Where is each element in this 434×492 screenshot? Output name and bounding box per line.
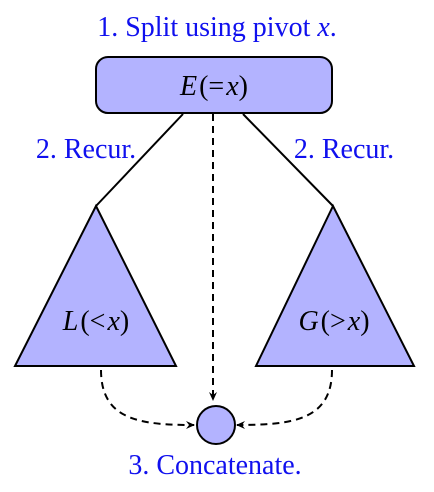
- concatenate-step-label: 3. Concatenate.: [128, 450, 301, 481]
- concat-node: [196, 405, 236, 445]
- recur-left-label: 2. Recur.: [36, 134, 136, 165]
- arrow-right-to-concat: [236, 369, 333, 429]
- pivot-node-label: E(=x): [179, 71, 248, 102]
- edge-pivot-to-right: [242, 113, 334, 207]
- arrow-left-to-concat: [100, 369, 195, 429]
- edge-pivot-to-left: [95, 113, 184, 207]
- split-step-label: 1. Split using pivot x.: [97, 12, 337, 43]
- recur-right-label: 2. Recur.: [294, 134, 394, 165]
- right-subtree-triangle: [254, 203, 416, 367]
- left-subtree-triangle: [13, 203, 178, 367]
- left-subtree-label: L(<x): [62, 306, 129, 337]
- right-subtree-label: G(>x): [298, 306, 369, 337]
- pivot-node-box: [95, 56, 333, 114]
